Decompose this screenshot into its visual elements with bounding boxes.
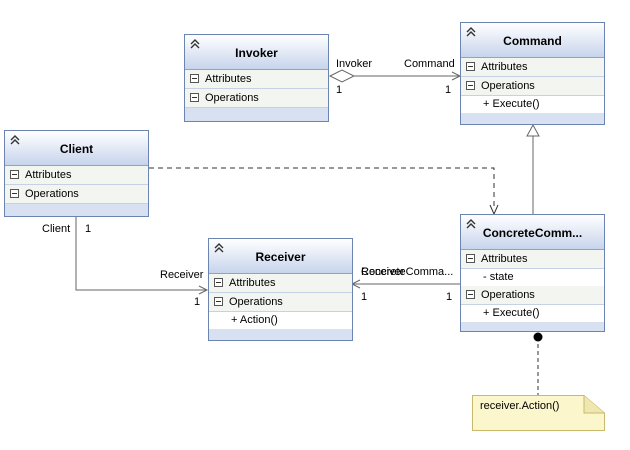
multiplicity-label: 1 bbox=[336, 84, 343, 96]
minus-toggle-icon[interactable] bbox=[10, 189, 19, 198]
class-name: ConcreteComm... bbox=[482, 226, 583, 240]
operations-section[interactable]: Operations bbox=[461, 286, 604, 305]
class-footer bbox=[5, 204, 148, 212]
minus-toggle-icon[interactable] bbox=[190, 93, 199, 102]
section-label: Attributes bbox=[481, 253, 528, 265]
collapse-chevron-icon[interactable] bbox=[465, 219, 477, 229]
section-label: Attributes bbox=[481, 61, 528, 73]
collapse-chevron-icon[interactable] bbox=[189, 39, 201, 49]
comment-note[interactable]: receiver.Action() bbox=[472, 395, 605, 431]
class-header: ConcreteComm... bbox=[461, 215, 604, 250]
role-label: Receiver bbox=[361, 266, 405, 278]
client-dependency[interactable] bbox=[149, 167, 495, 210]
client-receiver-association[interactable] bbox=[75, 216, 207, 291]
minus-toggle-icon[interactable] bbox=[466, 254, 475, 263]
class-header: Receiver bbox=[209, 239, 352, 274]
class-invoker[interactable]: Invoker Attributes Operations bbox=[184, 34, 329, 122]
minus-toggle-icon[interactable] bbox=[466, 81, 475, 90]
role-label: Command bbox=[404, 58, 455, 70]
role-label: ConcreteComma... bbox=[361, 266, 454, 278]
operations-section[interactable]: Operations bbox=[461, 77, 604, 96]
operation-label: + Action() bbox=[231, 314, 278, 326]
minus-toggle-icon[interactable] bbox=[10, 170, 19, 179]
class-header: Command bbox=[461, 23, 604, 58]
section-label: Attributes bbox=[205, 73, 252, 85]
section-label: Attributes bbox=[229, 277, 276, 289]
class-footer bbox=[461, 322, 604, 330]
minus-toggle-icon[interactable] bbox=[466, 62, 475, 71]
minus-toggle-icon[interactable] bbox=[190, 74, 199, 83]
class-client[interactable]: Client Attributes Operations bbox=[4, 130, 149, 217]
operation-label: + Execute() bbox=[483, 307, 540, 319]
role-label: Receiver bbox=[160, 269, 204, 281]
class-header: Client bbox=[5, 131, 148, 166]
operations-section[interactable]: Operations bbox=[5, 185, 148, 204]
attribute-item[interactable]: - state bbox=[461, 269, 604, 286]
class-header: Invoker bbox=[185, 35, 328, 70]
section-label: Operations bbox=[25, 188, 79, 200]
class-name: Receiver bbox=[255, 250, 306, 264]
section-label: Operations bbox=[205, 92, 259, 104]
attributes-section[interactable]: Attributes bbox=[461, 250, 604, 269]
class-receiver[interactable]: Receiver Attributes Operations + Action(… bbox=[208, 238, 353, 341]
operation-item[interactable]: + Action() bbox=[209, 312, 352, 329]
attributes-section[interactable]: Attributes bbox=[185, 70, 328, 89]
multiplicity-label: 1 bbox=[361, 291, 368, 303]
dependency-arrow-head bbox=[489, 204, 499, 216]
multiplicity-label: 1 bbox=[194, 296, 201, 308]
operations-section[interactable]: Operations bbox=[185, 89, 328, 108]
operation-item[interactable]: + Execute() bbox=[461, 305, 604, 322]
attributes-section[interactable]: Attributes bbox=[209, 274, 352, 293]
collapse-chevron-icon[interactable] bbox=[213, 243, 225, 253]
class-command[interactable]: Command Attributes Operations + Execute(… bbox=[460, 22, 605, 125]
class-name: Client bbox=[59, 142, 94, 156]
class-name: Command bbox=[503, 34, 562, 48]
collapse-chevron-icon[interactable] bbox=[9, 135, 21, 145]
class-footer bbox=[461, 113, 604, 121]
multiplicity-label: 1 bbox=[446, 291, 453, 303]
multiplicity-label: 1 bbox=[85, 223, 92, 235]
attributes-section[interactable]: Attributes bbox=[5, 166, 148, 185]
class-footer bbox=[185, 108, 328, 116]
collapse-chevron-icon[interactable] bbox=[465, 27, 477, 37]
generalization-triangle bbox=[526, 123, 540, 137]
operation-label: + Execute() bbox=[483, 98, 540, 110]
section-label: Attributes bbox=[25, 169, 72, 181]
role-label: Invoker bbox=[336, 58, 373, 70]
aggregation-diamond bbox=[328, 69, 356, 83]
note-shape bbox=[472, 395, 605, 431]
class-concrete-command[interactable]: ConcreteComm... Attributes - state Opera… bbox=[460, 214, 605, 332]
operation-item[interactable]: + Execute() bbox=[461, 96, 604, 113]
minus-toggle-icon[interactable] bbox=[466, 290, 475, 299]
section-label: Operations bbox=[481, 289, 535, 301]
attributes-section[interactable]: Attributes bbox=[461, 58, 604, 77]
class-name: Invoker bbox=[235, 46, 278, 60]
open-arrow-head bbox=[198, 285, 209, 295]
minus-toggle-icon[interactable] bbox=[214, 297, 223, 306]
class-footer bbox=[209, 329, 352, 337]
multiplicity-label: 1 bbox=[445, 84, 452, 96]
attribute-label: - state bbox=[483, 271, 514, 283]
section-label: Operations bbox=[481, 80, 535, 92]
minus-toggle-icon[interactable] bbox=[214, 278, 223, 287]
note-anchor-dot bbox=[533, 332, 543, 342]
section-label: Operations bbox=[229, 296, 283, 308]
note-text: receiver.Action() bbox=[480, 400, 560, 412]
operations-section[interactable]: Operations bbox=[209, 293, 352, 312]
role-label: Client bbox=[42, 223, 71, 235]
